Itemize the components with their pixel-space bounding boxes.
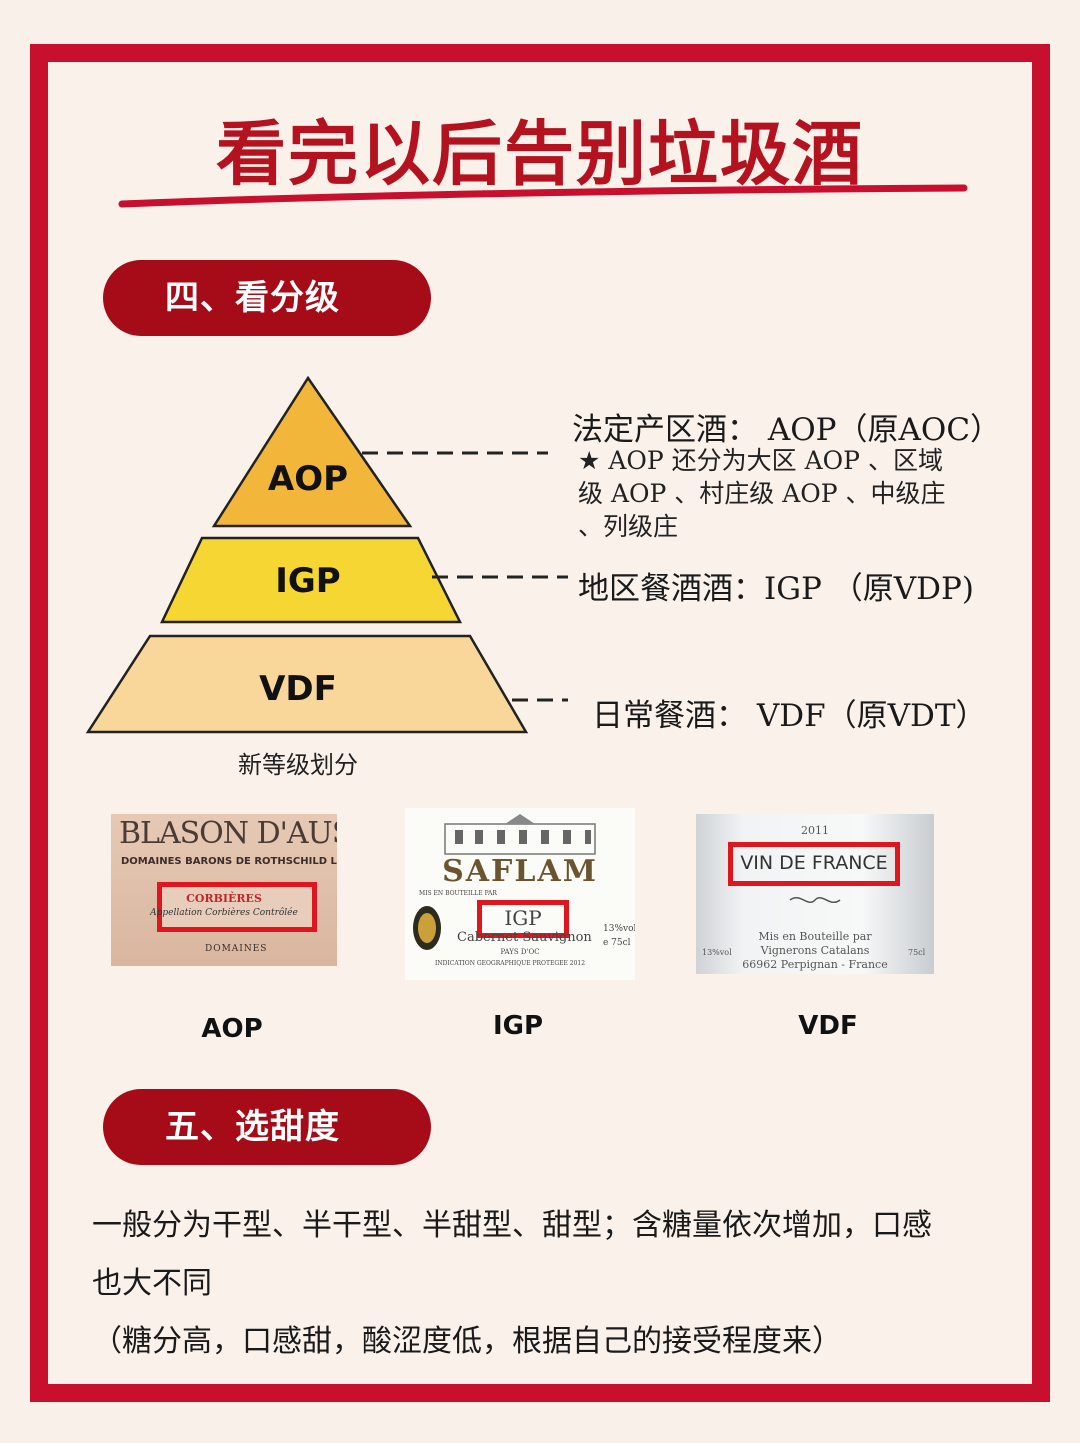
igp-label-pays: PAYS D'OC bbox=[500, 948, 540, 956]
pyramid-label-igp: IGP bbox=[275, 561, 340, 601]
aop-note-line-1: ★ AOP 还分为大区 AOP 、区域 bbox=[578, 446, 943, 475]
igp-description: 地区餐酒酒：IGP （原VDP) bbox=[578, 571, 974, 607]
classification-pyramid: AOP IGP VDF bbox=[85, 375, 529, 734]
igp-wine-label: SAFLAM MIS EN BOUTEILLE PAR IGP Cabernet… bbox=[405, 808, 635, 980]
igp-label-grape: Cabernet Sauvignon bbox=[457, 930, 592, 945]
vdf-label-highlight bbox=[728, 842, 900, 886]
vdf-description: 日常餐酒： VDF（原VDT） bbox=[592, 698, 987, 734]
vdf-label-line-2: Vignerons Catalans bbox=[760, 944, 870, 957]
vdf-label-volume: 75cl bbox=[908, 948, 926, 957]
pyramid-caption: 新等级划分 bbox=[238, 751, 358, 779]
chateau-drawing bbox=[444, 814, 596, 855]
vdf-label-abv: 13%vol bbox=[702, 948, 732, 957]
aop-label-caption: AOP bbox=[201, 1014, 263, 1044]
aop-wine-label: BLASON D'AUSSIÈR DOMAINES BARONS DE ROTH… bbox=[111, 814, 337, 966]
igp-label-volume: e 75cl bbox=[603, 938, 631, 948]
pyramid-tier-aop bbox=[211, 375, 413, 528]
sweetness-line-3: （糖分高，口感甜，酸涩度低，根据自己的接受程度来） bbox=[92, 1324, 842, 1359]
vdf-label-year: 2011 bbox=[801, 824, 829, 837]
aop-label-appellation: Appellation Corbières Contrôlée bbox=[150, 908, 298, 918]
igp-label-tag: IGP bbox=[504, 906, 542, 930]
igp-label-abv: 13%vol bbox=[603, 924, 635, 934]
vdf-label-caption: VDF bbox=[798, 1011, 858, 1041]
section-5-heading: 五、选甜度 bbox=[103, 1089, 431, 1165]
igp-label-brand: SAFLAM bbox=[442, 854, 598, 889]
vdf-label-line-3: 66962 Perpignan - France bbox=[742, 958, 888, 971]
igp-label-small: MIS EN BOUTEILLE PAR bbox=[419, 890, 497, 897]
vdf-label-line-1: Mis en Bouteille par bbox=[758, 930, 872, 943]
pyramid-tier-igp bbox=[160, 536, 463, 624]
sweetness-line-1: 一般分为干型、半干型、半甜型、甜型；含糖量依次增加，口感 bbox=[92, 1208, 932, 1243]
aop-label-highlight bbox=[157, 882, 317, 932]
aop-label-brand: BLASON D'AUSSIÈR bbox=[119, 816, 337, 851]
aop-label-region: CORBIÈRES bbox=[186, 892, 262, 905]
igp-crest-icon bbox=[413, 906, 441, 950]
connector-lines bbox=[362, 451, 568, 702]
vdf-label-tag: VIN DE FRANCE bbox=[740, 852, 888, 874]
pyramid-label-aop: AOP bbox=[268, 459, 348, 499]
section-4-heading: 四、看分级 bbox=[103, 260, 431, 336]
aop-label-seal: DOMAINES bbox=[205, 944, 268, 954]
igp-label-caption: IGP bbox=[492, 1011, 544, 1041]
vdf-wine-label: 2011 VIN DE FRANCE Mis en Bouteille par … bbox=[696, 814, 934, 974]
aop-note-line-3: 、列级庄 bbox=[578, 512, 679, 541]
vdf-flourish-icon bbox=[789, 897, 841, 903]
aop-note-line-2: 级 AOP 、村庄级 AOP 、中级庄 bbox=[578, 479, 946, 508]
page-title: 看完以后告别垃圾酒 bbox=[216, 113, 864, 195]
pyramid-label-vdf: VDF bbox=[259, 669, 337, 709]
aop-description: 法定产区酒： AOP（原AOC） bbox=[572, 412, 1002, 448]
igp-label-highlight bbox=[477, 900, 569, 938]
igp-label-indication: INDICATION GEOGRAPHIQUE PROTEGEE 2012 bbox=[435, 960, 586, 967]
aop-label-subtitle: DOMAINES BARONS DE ROTHSCHILD L bbox=[121, 856, 337, 867]
sweetness-line-2: 也大不同 bbox=[92, 1266, 212, 1301]
title-underline bbox=[118, 184, 968, 208]
pyramid-tier-vdf bbox=[85, 634, 529, 734]
